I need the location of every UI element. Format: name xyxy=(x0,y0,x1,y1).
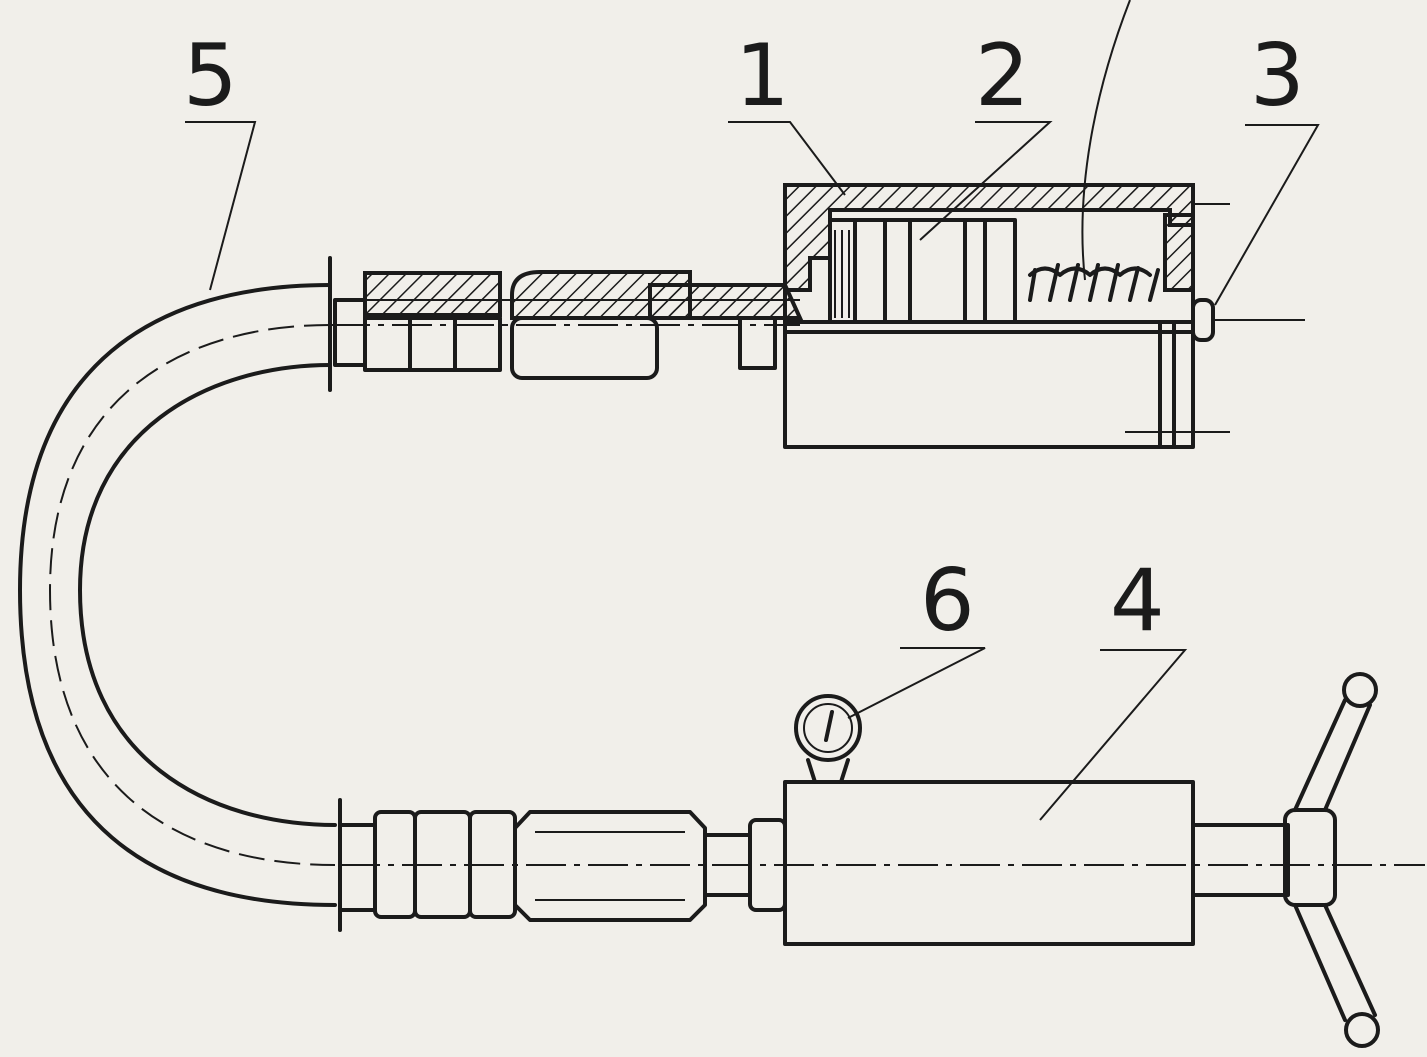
callout-3: 3 xyxy=(1250,26,1305,126)
callout-6: 6 xyxy=(920,551,975,651)
callout-1: 1 xyxy=(735,26,790,126)
working-cylinder xyxy=(783,183,1305,449)
callout-4: 4 xyxy=(1110,551,1165,651)
center-lines xyxy=(330,324,1425,866)
callout-2: 2 xyxy=(975,26,1030,126)
hose xyxy=(18,256,342,932)
pressure-gauge xyxy=(794,694,862,784)
leader-lines xyxy=(185,0,1320,821)
upper-coupling xyxy=(333,270,804,380)
callout-5: 5 xyxy=(183,26,238,126)
hand-pump xyxy=(783,672,1380,1048)
callout-labels: 5 1 2 3 6 4 xyxy=(183,26,1305,651)
